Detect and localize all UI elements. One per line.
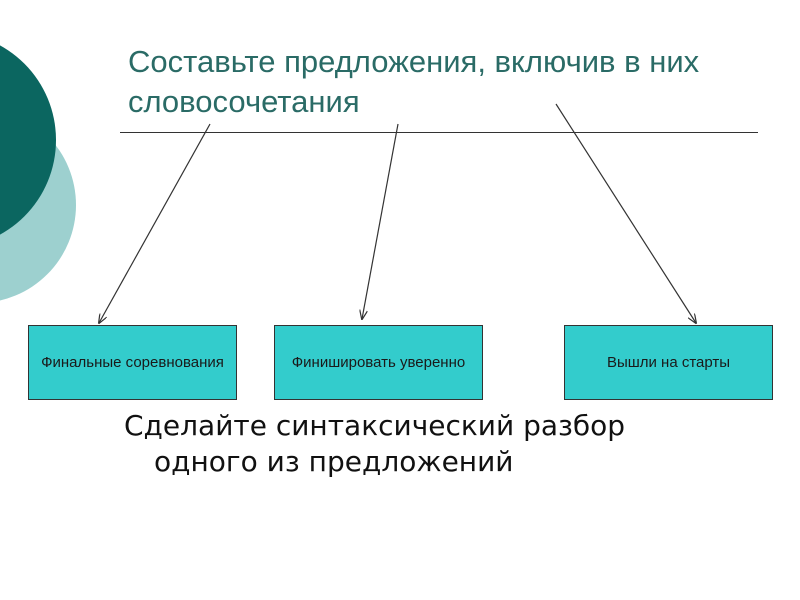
- phrase-box-final-competitions: Финальные соревнования: [28, 325, 237, 400]
- decor-dark-circle: [0, 45, 56, 235]
- slide-title: Составьте предложения, включив в них сло…: [128, 44, 700, 119]
- task-line-2: одного из предложений: [154, 445, 514, 478]
- phrase-box-finish-confidently: Финишировать уверенно: [274, 325, 483, 400]
- title-divider: [120, 132, 758, 133]
- phrase-label: Финальные соревнования: [41, 354, 224, 371]
- decorative-circles: [0, 45, 76, 301]
- arrow-to-box-3: [555, 103, 696, 323]
- phrase-box-went-to-starts: Вышли на старты: [564, 325, 773, 400]
- task-instruction: Сделайте синтаксический разбор одного из…: [124, 408, 764, 480]
- phrase-label: Вышли на старты: [606, 354, 731, 371]
- task-line-1: Сделайте синтаксический разбор: [124, 409, 626, 442]
- phrase-label: Финишировать уверенно: [291, 354, 466, 371]
- arrow-to-box-2: [362, 123, 399, 319]
